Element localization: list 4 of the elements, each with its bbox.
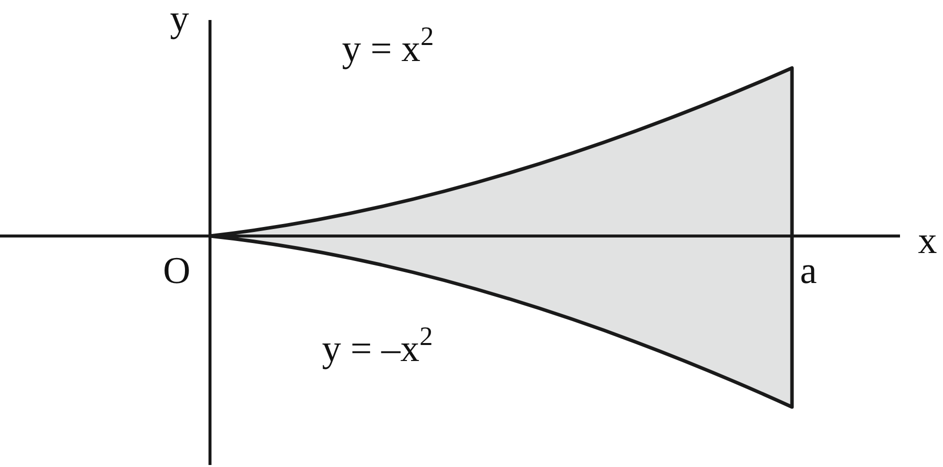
point-label: a xyxy=(800,252,817,290)
axis-label: x xyxy=(918,222,937,260)
axis-label: y xyxy=(170,0,189,38)
origin-label: O xyxy=(163,252,190,290)
